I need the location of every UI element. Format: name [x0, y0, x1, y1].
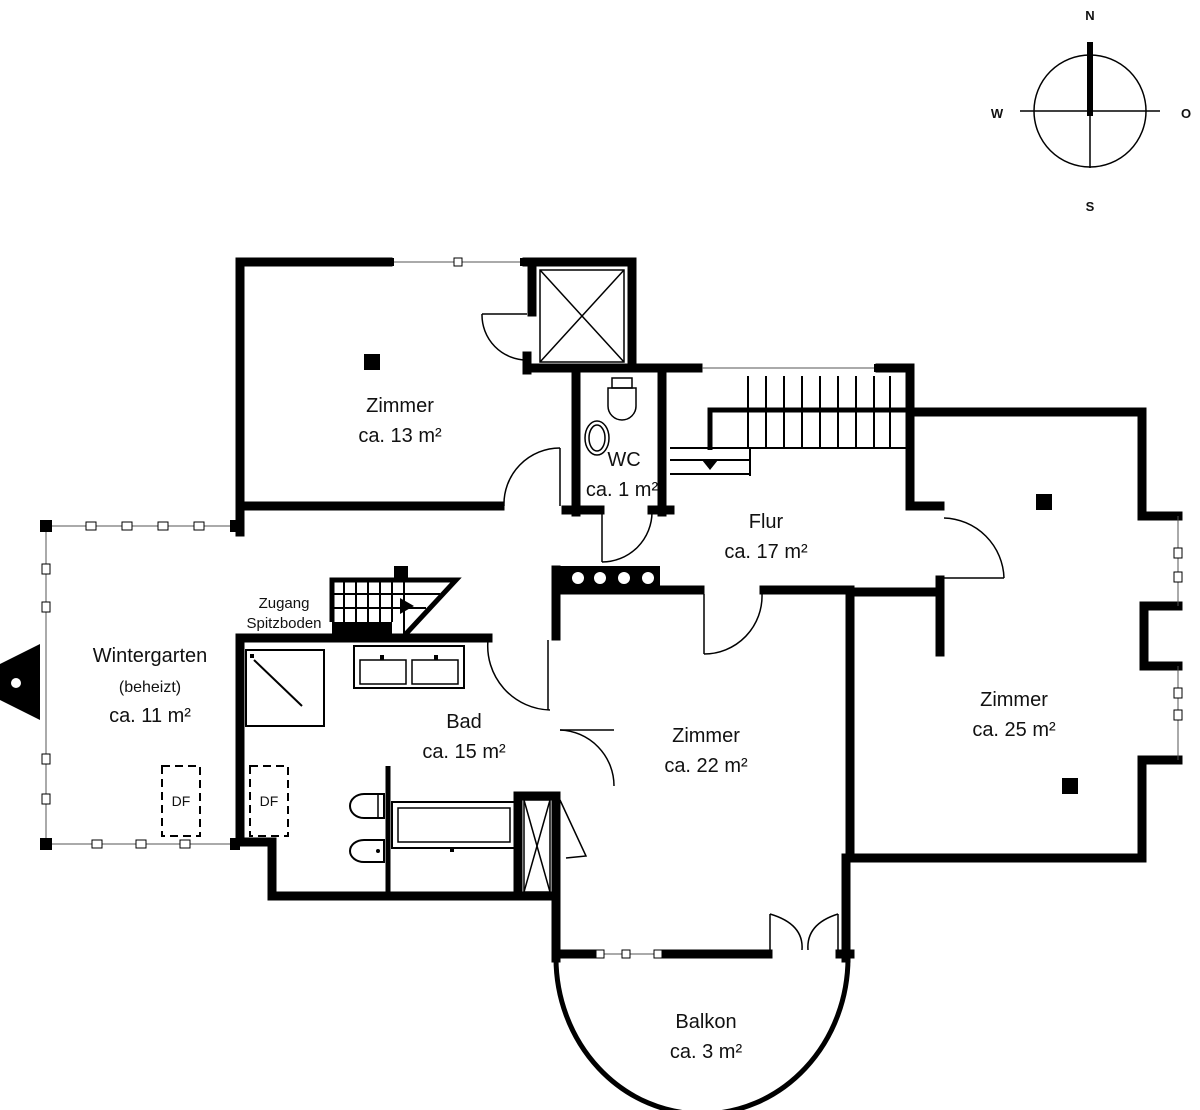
room-area-zimmer25: ca. 25 m² [972, 719, 1056, 741]
room-name-bad: Bad [446, 711, 482, 733]
pillar-zimmer25-bottom [1062, 778, 1078, 794]
door-zimmer25 [940, 517, 1005, 579]
room-name-zimmer13: Zimmer [366, 395, 434, 417]
window-wintergarten-left [41, 532, 51, 842]
room-name-flur: Flur [749, 511, 784, 533]
wall-zimmer25-top [905, 407, 1183, 521]
wintergarten-bay [0, 644, 40, 720]
pillar-zimmer13 [364, 354, 380, 370]
window-stair-top [694, 364, 882, 372]
wall-zimmer13 [235, 257, 505, 511]
pillar-zimmer25-top [1036, 494, 1052, 510]
attic-stair [329, 577, 462, 638]
room-note-wintergarten: (beheizt) [119, 679, 181, 696]
compass-north-needle [1087, 42, 1093, 116]
walls [235, 257, 1183, 1110]
attic-stair-post [394, 566, 408, 578]
compass-south-label: S [1086, 199, 1095, 214]
window-zimmer25-right-upper [1173, 516, 1183, 606]
room-area-bad: ca. 15 m² [422, 741, 506, 763]
bad-bidet [349, 839, 385, 863]
wc-toilet [607, 377, 637, 421]
wall-stair-right [875, 363, 945, 511]
room-area-wc: ca. 1 m² [586, 479, 659, 501]
wc-sink [584, 420, 610, 456]
skylight-right [249, 765, 289, 837]
bad-toilet [349, 793, 385, 819]
flur-circles [560, 566, 660, 588]
window-wintergarten-top [40, 520, 240, 532]
attic-stair-landing [332, 622, 392, 640]
wall-shaft-top [522, 257, 703, 373]
room-name-balkon: Balkon [675, 1011, 736, 1033]
fixtures [0, 269, 1078, 893]
compass: N S W O [991, 8, 1191, 214]
door-shaft [481, 313, 528, 361]
bad-shower [245, 649, 325, 727]
wall-zimmer25-notch [1139, 601, 1183, 671]
room-area-zimmer22: ca. 22 m² [664, 755, 748, 777]
annotation-spitzboden: Spitzboden [246, 615, 321, 632]
compass-east-label: O [1181, 106, 1191, 121]
room-name-zimmer25: Zimmer [980, 689, 1048, 711]
wall-balkon-arc [553, 957, 851, 1110]
windows [40, 257, 1183, 959]
room-area-zimmer13: ca. 13 m² [358, 425, 442, 447]
skylight-left-label: DF [172, 793, 191, 809]
window-zimmer22-bottom [595, 949, 663, 959]
wall-zimmer25-bottom [845, 587, 1183, 863]
door-zimmer22 [703, 593, 763, 655]
compass-north-label: N [1085, 8, 1094, 23]
room-name-zimmer22: Zimmer [672, 725, 740, 747]
bad-sinks [353, 645, 465, 689]
room-name-wintergarten: Wintergarten [93, 645, 208, 667]
window-wintergarten-bottom [40, 838, 240, 850]
door-shower [559, 799, 588, 859]
main-stair [670, 376, 906, 476]
room-area-flur: ca. 17 m² [724, 541, 808, 563]
window-zimmer25-right-lower [1173, 666, 1183, 760]
room-labels: Zimmer ca. 13 m² WC ca. 1 m² Flur ca. 17… [93, 395, 1056, 1063]
door-balkon [769, 913, 839, 954]
bad-shower-cross [523, 799, 551, 893]
room-area-balkon: ca. 3 m² [670, 1041, 743, 1063]
room-area-wintergarten: ca. 11 m² [109, 705, 191, 727]
door-zimmer22-bad [559, 729, 615, 787]
room-name-wc: WC [607, 449, 640, 471]
skylight-left [161, 765, 201, 837]
window-zimmer13-top [386, 257, 528, 267]
door-bad [486, 639, 551, 711]
door-wc [601, 511, 653, 563]
door-zimmer13 [503, 447, 561, 507]
wall-bad-outer [235, 637, 561, 901]
bad-bathtub [391, 801, 517, 852]
shaft-cross [539, 269, 625, 363]
doors [481, 313, 1005, 954]
annotation-zugang: Zugang [259, 595, 310, 612]
compass-west-label: W [991, 106, 1004, 121]
skylight-right-label: DF [260, 793, 279, 809]
